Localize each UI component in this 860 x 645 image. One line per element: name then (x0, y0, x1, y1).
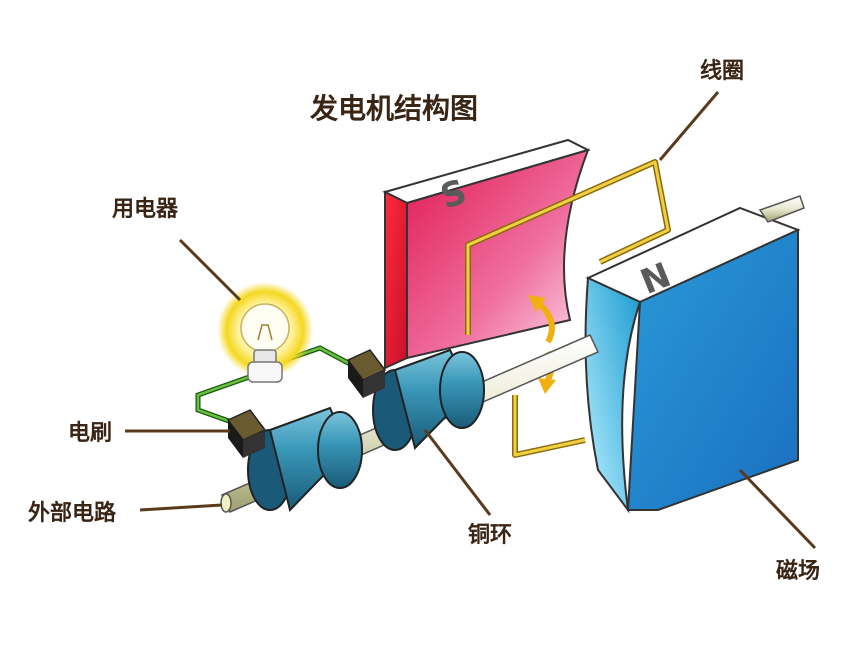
external-circuit-label: 外部电路 (28, 500, 117, 526)
coil-label: 线圈 (700, 58, 744, 84)
appliance-label: 用电器 (112, 197, 179, 222)
magnetic-field-leader-line (738, 468, 817, 550)
copper-ring-right (372, 348, 485, 451)
copper-ring-left (247, 406, 363, 512)
copper-ring-label: 铜环 (468, 522, 512, 548)
brush-label: 电刷 (68, 421, 112, 446)
coil-leader-line (658, 91, 720, 161)
coil (465, 159, 671, 458)
external-circuit-leader-line (139, 503, 223, 512)
leader-lines (125, 91, 817, 550)
brush-right (346, 349, 387, 398)
north-magnet: N (584, 195, 805, 514)
external-circuit-wire (195, 345, 354, 428)
south-magnet: S (382, 138, 591, 370)
brush-left (226, 409, 267, 458)
appliance-leader-line (178, 238, 242, 302)
magnetic-field-label: 磁场 (776, 558, 820, 584)
copper-ring-leader-line (423, 429, 492, 516)
light-bulb-icon (217, 282, 313, 383)
diagram-title: 发电机结构图 (309, 92, 478, 125)
